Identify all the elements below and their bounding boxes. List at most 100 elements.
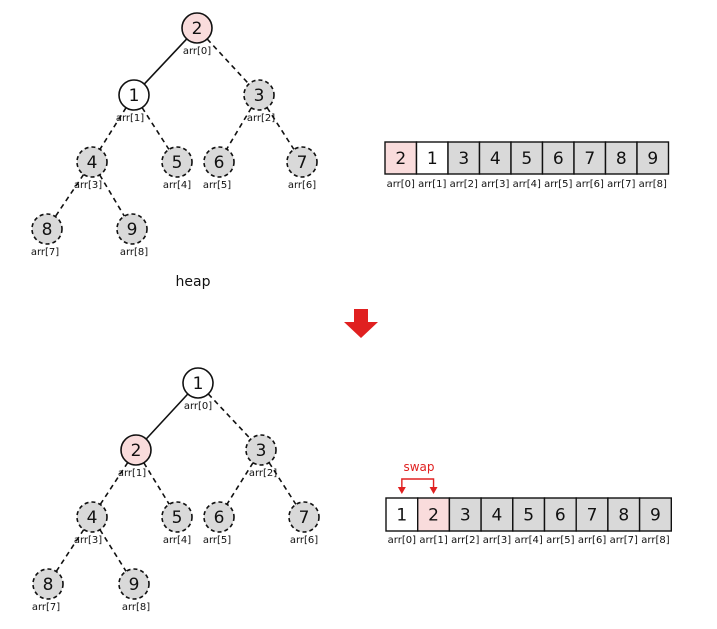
- array-cell-box: [417, 497, 451, 532]
- array-before: 2arr[0]1arr[1]3arr[2]4arr[3]5arr[4]6arr[…: [384, 141, 670, 190]
- array-cell-value: 7: [584, 149, 595, 169]
- tree-node-value: 9: [129, 575, 140, 595]
- tree-node-circle: [245, 434, 277, 466]
- array-cell-value: 7: [587, 506, 598, 526]
- array-cell-index: arr[6]: [578, 535, 606, 546]
- array-cell-box: [510, 141, 544, 175]
- swap-arrowhead-icon: [429, 487, 438, 494]
- array-cell-6: 7 arr[6]: [573, 141, 607, 190]
- array-cell-index: arr[1]: [419, 535, 447, 546]
- array-cell-index: arr[4]: [513, 179, 541, 190]
- tree-node-index: arr[7]: [31, 247, 59, 258]
- tree-node-value: 5: [172, 508, 183, 528]
- tree-node-circle: [161, 146, 193, 178]
- array-cell-index: arr[3]: [481, 179, 509, 190]
- array-cell-value: 5: [521, 149, 532, 169]
- tree-node-circle: [288, 501, 320, 533]
- tree-node-index: arr[0]: [183, 46, 211, 57]
- tree-node-value: 6: [214, 508, 225, 528]
- tree-node-index: arr[6]: [288, 180, 316, 191]
- array-cell-box: [604, 141, 638, 175]
- array-cell-index: arr[8]: [641, 535, 669, 546]
- tree-node-value: 7: [297, 153, 308, 173]
- tree-node-circle: [118, 79, 150, 111]
- array-cell-value: 2: [428, 506, 439, 526]
- array-cell-index: arr[6]: [576, 179, 604, 190]
- array-cell-index: arr[0]: [387, 179, 415, 190]
- tree-node-index: arr[4]: [163, 180, 191, 191]
- tree-node-circle: [120, 434, 152, 466]
- array-cell-6: 7 arr[6]: [575, 497, 609, 546]
- array-cell-value: 9: [650, 506, 661, 526]
- array-cell-box: [638, 497, 672, 532]
- array-cell-value: 3: [460, 506, 471, 526]
- tree-node-circle: [182, 367, 214, 399]
- tree-edge-1-3: [99, 107, 127, 150]
- swap-bracket: [401, 478, 435, 488]
- tree-node-index: arr[1]: [116, 113, 144, 124]
- array-cell-value: 5: [523, 506, 534, 526]
- tree-node-value: 2: [192, 19, 203, 39]
- array-cell-index: arr[2]: [450, 179, 478, 190]
- tree-edge-1-4: [143, 462, 170, 505]
- tree-node-index: arr[4]: [163, 535, 191, 546]
- tree-node-index: arr[0]: [184, 401, 212, 412]
- array-cell-1: 2 arr[1]: [417, 497, 451, 546]
- array-cell-index: arr[7]: [610, 535, 638, 546]
- array-cell-box: [512, 497, 546, 532]
- tree-edge-0-2: [207, 393, 252, 440]
- array-cell-8: 9 arr[8]: [638, 497, 672, 546]
- tree-node-value: 9: [127, 220, 138, 240]
- array-cell-box: [636, 141, 670, 175]
- array-cell-index: arr[4]: [514, 535, 542, 546]
- tree-node-index: arr[1]: [118, 468, 146, 479]
- tree-node-value: 8: [43, 575, 54, 595]
- tree-node-circle: [116, 213, 148, 245]
- tree-node-circle: [181, 12, 213, 44]
- array-cell-box: [448, 497, 482, 532]
- array-cell-value: 6: [555, 506, 566, 526]
- array-cell-value: 9: [647, 149, 658, 169]
- tree-node-0: 2 arr[0]: [181, 12, 213, 57]
- array-cell-3: 4 arr[3]: [478, 141, 512, 190]
- tree-edge-2-5: [226, 107, 252, 150]
- tree-node-index: arr[5]: [203, 180, 231, 191]
- swap-label: swap: [403, 460, 434, 474]
- tree-edge-1-4: [141, 107, 170, 150]
- tree-node-value: 1: [129, 86, 140, 106]
- tree-node-index: arr[3]: [74, 535, 102, 546]
- array-cell-value: 4: [490, 149, 501, 169]
- array-cell-box: [573, 141, 607, 175]
- array-cell-index: arr[5]: [546, 535, 574, 546]
- tree-edge-0-2: [206, 38, 250, 85]
- array-cell-5: 6 arr[5]: [543, 497, 577, 546]
- tree-node-circle: [118, 568, 150, 600]
- array-cell-value: 8: [616, 149, 627, 169]
- tree-edge-0-1: [145, 393, 189, 440]
- tree-node-value: 3: [254, 86, 265, 106]
- swap-arrowhead-icon: [397, 487, 406, 494]
- array-cell-index: arr[1]: [418, 179, 446, 190]
- tree-node-index: arr[6]: [290, 535, 318, 546]
- tree-node-value: 6: [214, 153, 225, 173]
- array-cell-value: 1: [396, 506, 407, 526]
- tree-after: 1arr[0]2arr[1]3arr[2]4arr[3]5arr[4]6arr[…: [32, 367, 320, 613]
- array-cell-box: [543, 497, 577, 532]
- swap-indicator: swap: [397, 460, 438, 494]
